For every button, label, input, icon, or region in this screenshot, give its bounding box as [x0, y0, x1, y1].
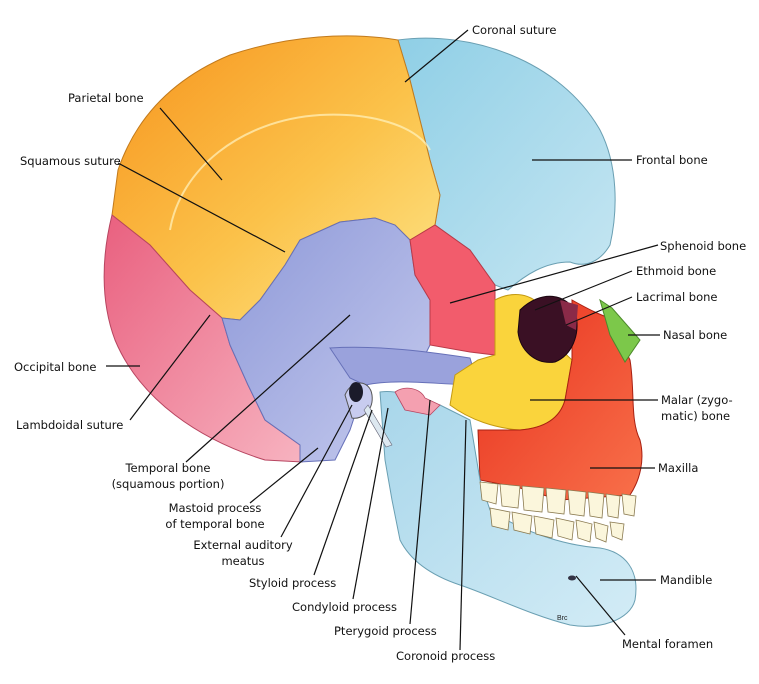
label-temporal-line1: Temporal bone: [125, 461, 211, 475]
label-coronoid: Coronoid process: [396, 649, 496, 663]
leader-pterygoid: [409, 399, 431, 625]
leader-sphenoid: [449, 244, 659, 304]
label-lambdoidal-suture: Lambdoidal suture: [16, 418, 124, 432]
orbit-shape: [517, 295, 578, 363]
label-squamous-suture: Squamous suture: [20, 154, 121, 168]
auditory-meatus-shape: [349, 382, 363, 402]
label-condyloid: Condyloid process: [292, 600, 398, 614]
leader-condyloid: [352, 407, 389, 600]
label-nasal-bone: Nasal bone: [663, 328, 728, 342]
leader-mastoid: [249, 447, 319, 504]
leader-styloid: [313, 409, 373, 576]
lacrimal-shape: [560, 300, 578, 330]
label-coronal-suture: Coronal suture: [472, 23, 557, 37]
leader-parietal: [159, 107, 223, 181]
leader-ethmoid: [534, 270, 633, 311]
leader-squamous: [117, 162, 286, 253]
label-ethmoid-bone: Ethmoid bone: [636, 264, 717, 278]
signature-text: Brc: [557, 615, 568, 622]
label-mandible: Mandible: [660, 573, 713, 587]
leader-temporal: [185, 314, 351, 463]
label-mastoid-line2: of temporal bone: [165, 517, 265, 531]
leader-lambdoidal: [129, 314, 211, 421]
label-occipital-bone: Occipital bone: [14, 360, 97, 374]
leader-lines: [106, 29, 660, 651]
temporal-line-shape: [169, 113, 431, 231]
label-styloid: Styloid process: [249, 576, 337, 590]
label-temporal-line2: (squamous portion): [111, 477, 225, 491]
teeth-group: [479, 481, 637, 543]
mental-foramen-shape: [568, 575, 576, 581]
leader-coronoid: [459, 419, 467, 651]
label-lacrimal-bone: Lacrimal bone: [636, 290, 718, 304]
label-malar-line1: Malar (zygo-: [661, 393, 733, 407]
label-parietal-bone: Parietal bone: [68, 91, 144, 105]
label-malar-line2: matic) bone: [661, 409, 731, 423]
leader-coronal: [404, 29, 469, 83]
mandible-shape: [379, 391, 637, 627]
sphenoid-bone-shape: [409, 224, 496, 356]
label-maxilla: Maxilla: [658, 461, 699, 475]
label-mental-foramen: Mental foramen: [622, 637, 714, 651]
leader-mental: [575, 575, 626, 636]
label-mastoid-line1: Mastoid process: [168, 501, 262, 515]
label-external-line2: meatus: [221, 554, 265, 568]
label-pterygoid: Pterygoid process: [334, 624, 437, 638]
label-sphenoid-bone: Sphenoid bone: [660, 239, 747, 253]
leader-external: [280, 404, 353, 538]
label-frontal-bone: Frontal bone: [636, 153, 708, 167]
label-external-line1: External auditory: [193, 538, 293, 552]
leader-lacrimal: [565, 296, 633, 326]
